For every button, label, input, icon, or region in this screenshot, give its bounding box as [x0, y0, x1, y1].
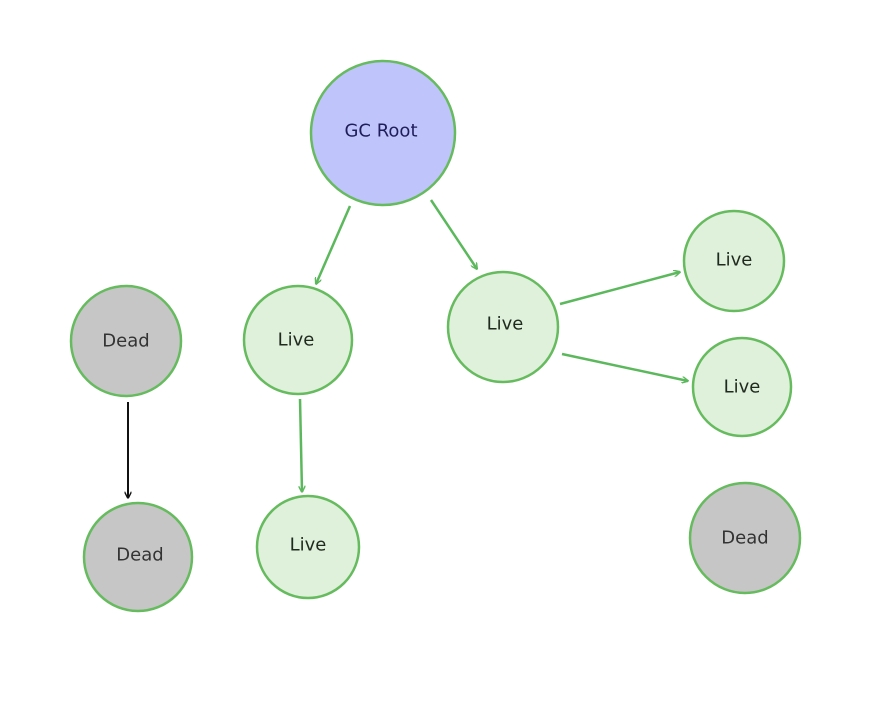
gc-root-label: GC Root	[344, 121, 417, 142]
edges	[128, 199, 688, 498]
node-dead-a: Dead	[69, 284, 183, 398]
dead-c-circle	[688, 481, 802, 595]
live-b-label: Live	[290, 535, 327, 556]
node-live-d: Live	[682, 209, 786, 313]
node-live-b: Live	[255, 494, 361, 600]
node-live-a: Live	[242, 284, 354, 396]
node-dead-c: Dead	[688, 481, 802, 595]
edge-live-a-to-live-b	[300, 398, 302, 492]
edge-root-to-live-a	[316, 205, 352, 284]
dead-b-circle	[82, 501, 194, 613]
node-live-c: Live	[446, 270, 560, 384]
node-dead-b: Dead	[82, 501, 194, 613]
live-a-label: Live	[278, 330, 315, 351]
edge-live-c-to-live-e	[561, 352, 688, 381]
live-d-circle	[682, 209, 786, 313]
dead-a-label: Dead	[102, 331, 149, 352]
dead-b-label: Dead	[116, 545, 163, 566]
node-live-e: Live	[691, 336, 793, 438]
live-e-circle	[691, 336, 793, 438]
live-c-label: Live	[487, 314, 524, 335]
live-a-circle	[242, 284, 354, 396]
live-d-label: Live	[716, 250, 753, 271]
live-b-circle	[255, 494, 361, 600]
dead-a-circle	[69, 284, 183, 398]
live-c-circle	[446, 270, 560, 384]
dead-c-label: Dead	[721, 528, 768, 549]
node-gc-root: GC Root	[309, 59, 457, 207]
gc-root-circle	[309, 59, 457, 207]
edge-live-c-to-live-d	[559, 272, 680, 306]
edge-root-to-live-c	[429, 199, 477, 269]
live-e-label: Live	[724, 377, 761, 398]
